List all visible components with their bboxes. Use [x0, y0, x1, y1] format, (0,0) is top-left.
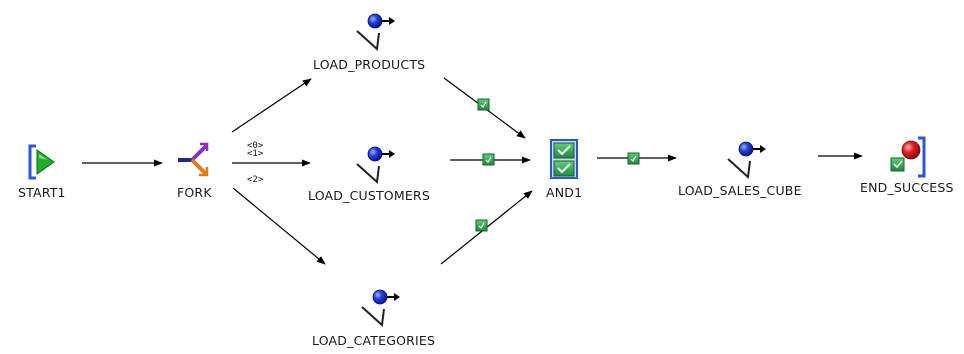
mapping-activity-icon[interactable] — [727, 141, 766, 180]
transitions — [82, 77, 863, 265]
transition-condition-icon[interactable] — [477, 98, 490, 111]
fork-branch-label-0: <0> — [247, 141, 264, 151]
node-label-load-products: LOAD_PRODUCTS — [313, 57, 426, 72]
node-label-end-success: END_SUCCESS — [860, 180, 954, 195]
start-activity-icon[interactable] — [28, 144, 55, 180]
mapping-activity-icon[interactable] — [356, 146, 395, 185]
node-label-start: START1 — [18, 185, 66, 200]
transition-condition-icon[interactable] — [475, 219, 488, 232]
node-label-and: AND1 — [546, 185, 583, 200]
transition-condition-icon[interactable] — [627, 152, 640, 165]
end-success-activity-icon[interactable] — [890, 136, 926, 178]
node-label-load-categories: LOAD_CATEGORIES — [312, 333, 436, 348]
fork-activity-icon[interactable] — [178, 142, 209, 177]
edge-fork-to-load-categories[interactable] — [232, 187, 326, 265]
mapping-activity-icon[interactable] — [361, 289, 400, 328]
fork-branch-label-2: <2> — [247, 175, 264, 185]
node-label-load-customers: LOAD_CUSTOMERS — [308, 188, 430, 203]
node-label-fork: FORK — [177, 185, 212, 200]
node-label-load-sales-cube: LOAD_SALES_CUBE — [678, 183, 802, 198]
mapping-activity-icon[interactable] — [356, 13, 395, 52]
fork-branch-label-1: <1> — [247, 149, 264, 159]
and-activity-icon[interactable] — [550, 139, 578, 179]
transition-condition-icon[interactable] — [482, 153, 495, 166]
edge-fork-to-load-products[interactable] — [231, 78, 312, 133]
transition-conditions — [475, 98, 640, 232]
